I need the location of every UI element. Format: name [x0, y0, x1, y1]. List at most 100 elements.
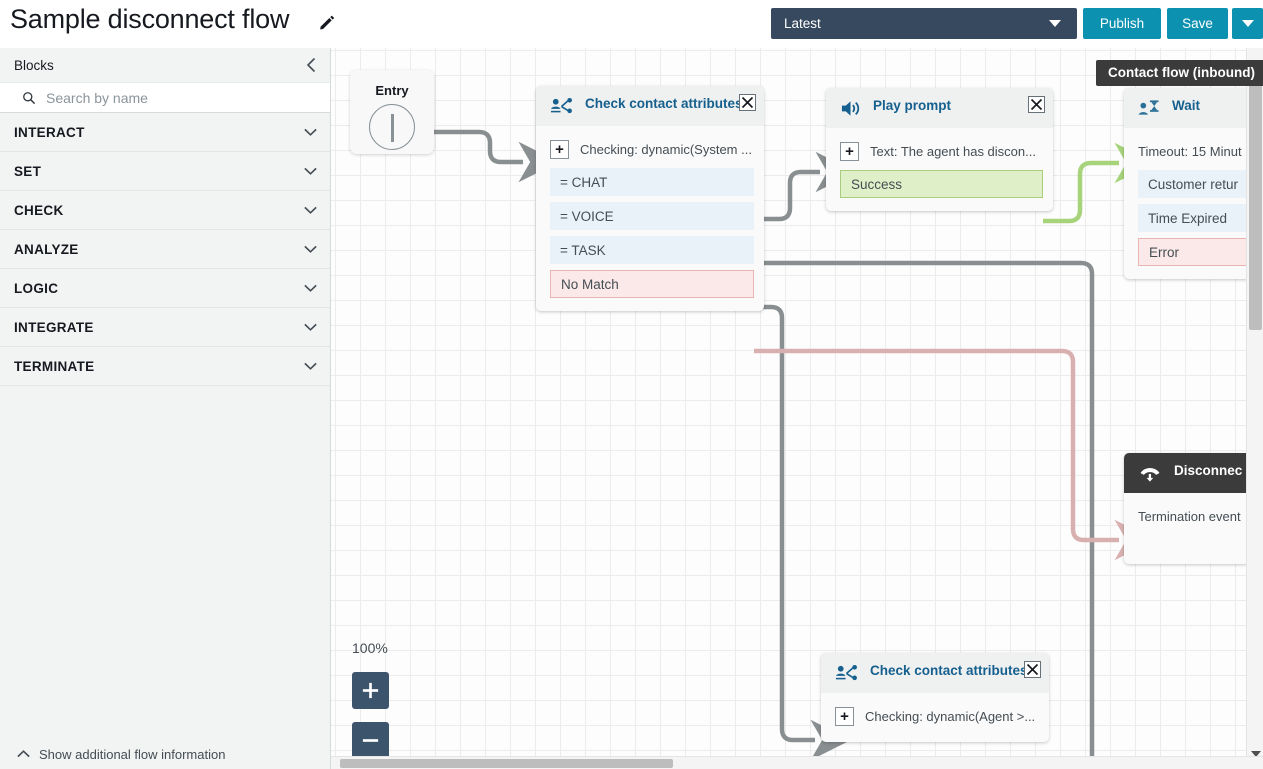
node-body: Termination event: [1124, 493, 1263, 564]
branch-time-expired[interactable]: Time Expired: [1138, 204, 1263, 232]
node-body: + Checking: dynamic(Agent >...: [821, 693, 1049, 742]
horizontal-scrollbar[interactable]: [331, 756, 1263, 769]
branch-customer-returned[interactable]: Customer retur: [1138, 170, 1263, 198]
branch-no-match[interactable]: No Match: [550, 270, 754, 298]
plus-icon[interactable]: +: [840, 141, 859, 161]
save-button[interactable]: Save: [1167, 8, 1228, 39]
page-title: Sample disconnect flow: [10, 4, 290, 34]
sidebar-category-integrate[interactable]: INTEGRATE: [0, 308, 330, 347]
category-label: INTERACT: [14, 124, 85, 140]
node-parameter[interactable]: + Checking: dynamic(Agent >...: [821, 703, 1049, 729]
pencil-icon[interactable]: [318, 13, 336, 31]
chevron-down-icon: [304, 323, 317, 331]
version-selector-value: Latest: [784, 16, 821, 31]
node-body: Timeout: 15 Minut Customer retur Time Ex…: [1124, 128, 1263, 279]
node-check-contact-attributes-2[interactable]: Check contact attributes + Checking: dyn…: [821, 653, 1049, 742]
version-selector[interactable]: Latest: [771, 8, 1077, 39]
wait-hourglass-icon: [1138, 100, 1159, 115]
horizontal-scrollbar-thumb[interactable]: [340, 759, 673, 768]
node-header: Check contact attributes: [536, 86, 764, 126]
save-dropdown-button[interactable]: [1232, 8, 1263, 39]
branch-task[interactable]: = TASK: [550, 236, 754, 264]
sidebar-category-analyze[interactable]: ANALYZE: [0, 230, 330, 269]
node-check-contact-attributes-1[interactable]: Check contact attributes + Checking: dyn…: [536, 86, 764, 311]
node-parameter[interactable]: + Checking: dynamic(System ...: [536, 136, 764, 162]
chevron-down-icon: [304, 206, 317, 214]
node-header: Check contact attributes: [821, 653, 1049, 693]
close-icon[interactable]: [1028, 96, 1045, 113]
chevron-down-icon: [304, 362, 317, 370]
node-body: + Text: The agent has discon... Success: [826, 128, 1053, 211]
plus-icon: [362, 682, 379, 699]
chevron-down-icon: [304, 167, 317, 175]
node-parameter: Termination event: [1124, 503, 1263, 529]
plus-icon[interactable]: +: [835, 706, 854, 726]
node-parameter-text: Checking: dynamic(Agent >...: [865, 708, 1036, 724]
check-contact-attributes-icon: [835, 664, 857, 681]
node-play-prompt[interactable]: Play prompt + Text: The agent has discon…: [826, 88, 1053, 211]
node-parameter-text: Checking: dynamic(System ...: [580, 141, 752, 157]
category-label: ANALYZE: [14, 241, 79, 257]
search-row[interactable]: [0, 82, 330, 113]
category-label: LOGIC: [14, 280, 59, 296]
entry-node[interactable]: Entry: [350, 70, 434, 154]
node-body: + Checking: dynamic(System ... = CHAT = …: [536, 126, 764, 311]
branch-chat[interactable]: = CHAT: [550, 168, 754, 196]
check-contact-attributes-icon: [550, 97, 572, 114]
zoom-out-button[interactable]: [352, 722, 389, 759]
node-parameter-text: Text: The agent has discon...: [870, 143, 1036, 159]
node-disconnect[interactable]: Disconnec Termination event: [1124, 453, 1263, 564]
search-input[interactable]: [46, 89, 330, 106]
flow-type-badge: Contact flow (inbound): [1096, 60, 1263, 86]
sidebar-category-interact[interactable]: INTERACT: [0, 113, 330, 152]
chevron-down-icon: [1241, 20, 1254, 27]
close-icon[interactable]: [739, 94, 756, 111]
sidebar-category-logic[interactable]: LOGIC: [0, 269, 330, 308]
zoom-in-button[interactable]: [352, 672, 389, 709]
chevron-up-icon: [17, 750, 30, 758]
vertical-scrollbar[interactable]: [1246, 48, 1263, 769]
entry-label: Entry: [375, 83, 409, 98]
blocks-sidebar: Blocks INTERACT SET CHECK ANALYZE: [0, 48, 331, 769]
node-title: Wait: [1172, 98, 1200, 113]
node-title: Check contact attributes: [870, 663, 1028, 678]
plus-icon[interactable]: +: [550, 139, 569, 159]
chevron-down-icon: [304, 245, 317, 253]
entry-circle-icon: [369, 104, 415, 150]
node-title: Disconnec: [1174, 463, 1243, 478]
node-parameter[interactable]: + Text: The agent has discon...: [826, 138, 1053, 164]
branch-error[interactable]: Error: [1138, 238, 1263, 266]
sidebar-footer-label: Show additional flow information: [39, 746, 226, 762]
chevron-down-icon: [304, 128, 317, 136]
sidebar-category-terminate[interactable]: TERMINATE: [0, 347, 330, 386]
caret-down-icon[interactable]: [1251, 751, 1261, 757]
show-additional-flow-information-toggle[interactable]: Show additional flow information: [0, 739, 330, 769]
node-header: Disconnec: [1124, 453, 1263, 493]
node-parameter-text: Termination event: [1138, 508, 1241, 524]
speaker-icon: [841, 101, 860, 116]
node-parameter[interactable]: Timeout: 15 Minut: [1124, 138, 1263, 164]
chevron-left-icon[interactable]: [304, 56, 318, 74]
node-title: Play prompt: [873, 98, 952, 113]
chevron-down-icon: [304, 284, 317, 292]
node-parameter-text: Timeout: 15 Minut: [1138, 143, 1242, 159]
publish-button[interactable]: Publish: [1083, 8, 1161, 39]
category-label: INTEGRATE: [14, 319, 94, 335]
close-icon[interactable]: [1024, 661, 1041, 678]
category-label: TERMINATE: [14, 358, 95, 374]
sidebar-header: Blocks: [0, 48, 330, 82]
flow-canvas[interactable]: Entry Check contact attributes: [331, 48, 1263, 769]
sidebar-category-set[interactable]: SET: [0, 152, 330, 191]
chevron-down-icon: [1049, 20, 1061, 27]
node-header: Wait: [1124, 88, 1263, 128]
node-title: Check contact attributes: [585, 96, 743, 111]
category-label: SET: [14, 163, 42, 179]
node-wait[interactable]: Wait Timeout: 15 Minut Customer retur Ti…: [1124, 88, 1263, 279]
top-toolbar: Sample disconnect flow Latest Publish Sa…: [0, 0, 1263, 48]
sidebar-title: Blocks: [14, 57, 54, 73]
minus-icon: [362, 739, 379, 742]
branch-success[interactable]: Success: [840, 170, 1043, 198]
branch-voice[interactable]: = VOICE: [550, 202, 754, 230]
vertical-scrollbar-thumb[interactable]: [1249, 76, 1262, 330]
sidebar-category-check[interactable]: CHECK: [0, 191, 330, 230]
